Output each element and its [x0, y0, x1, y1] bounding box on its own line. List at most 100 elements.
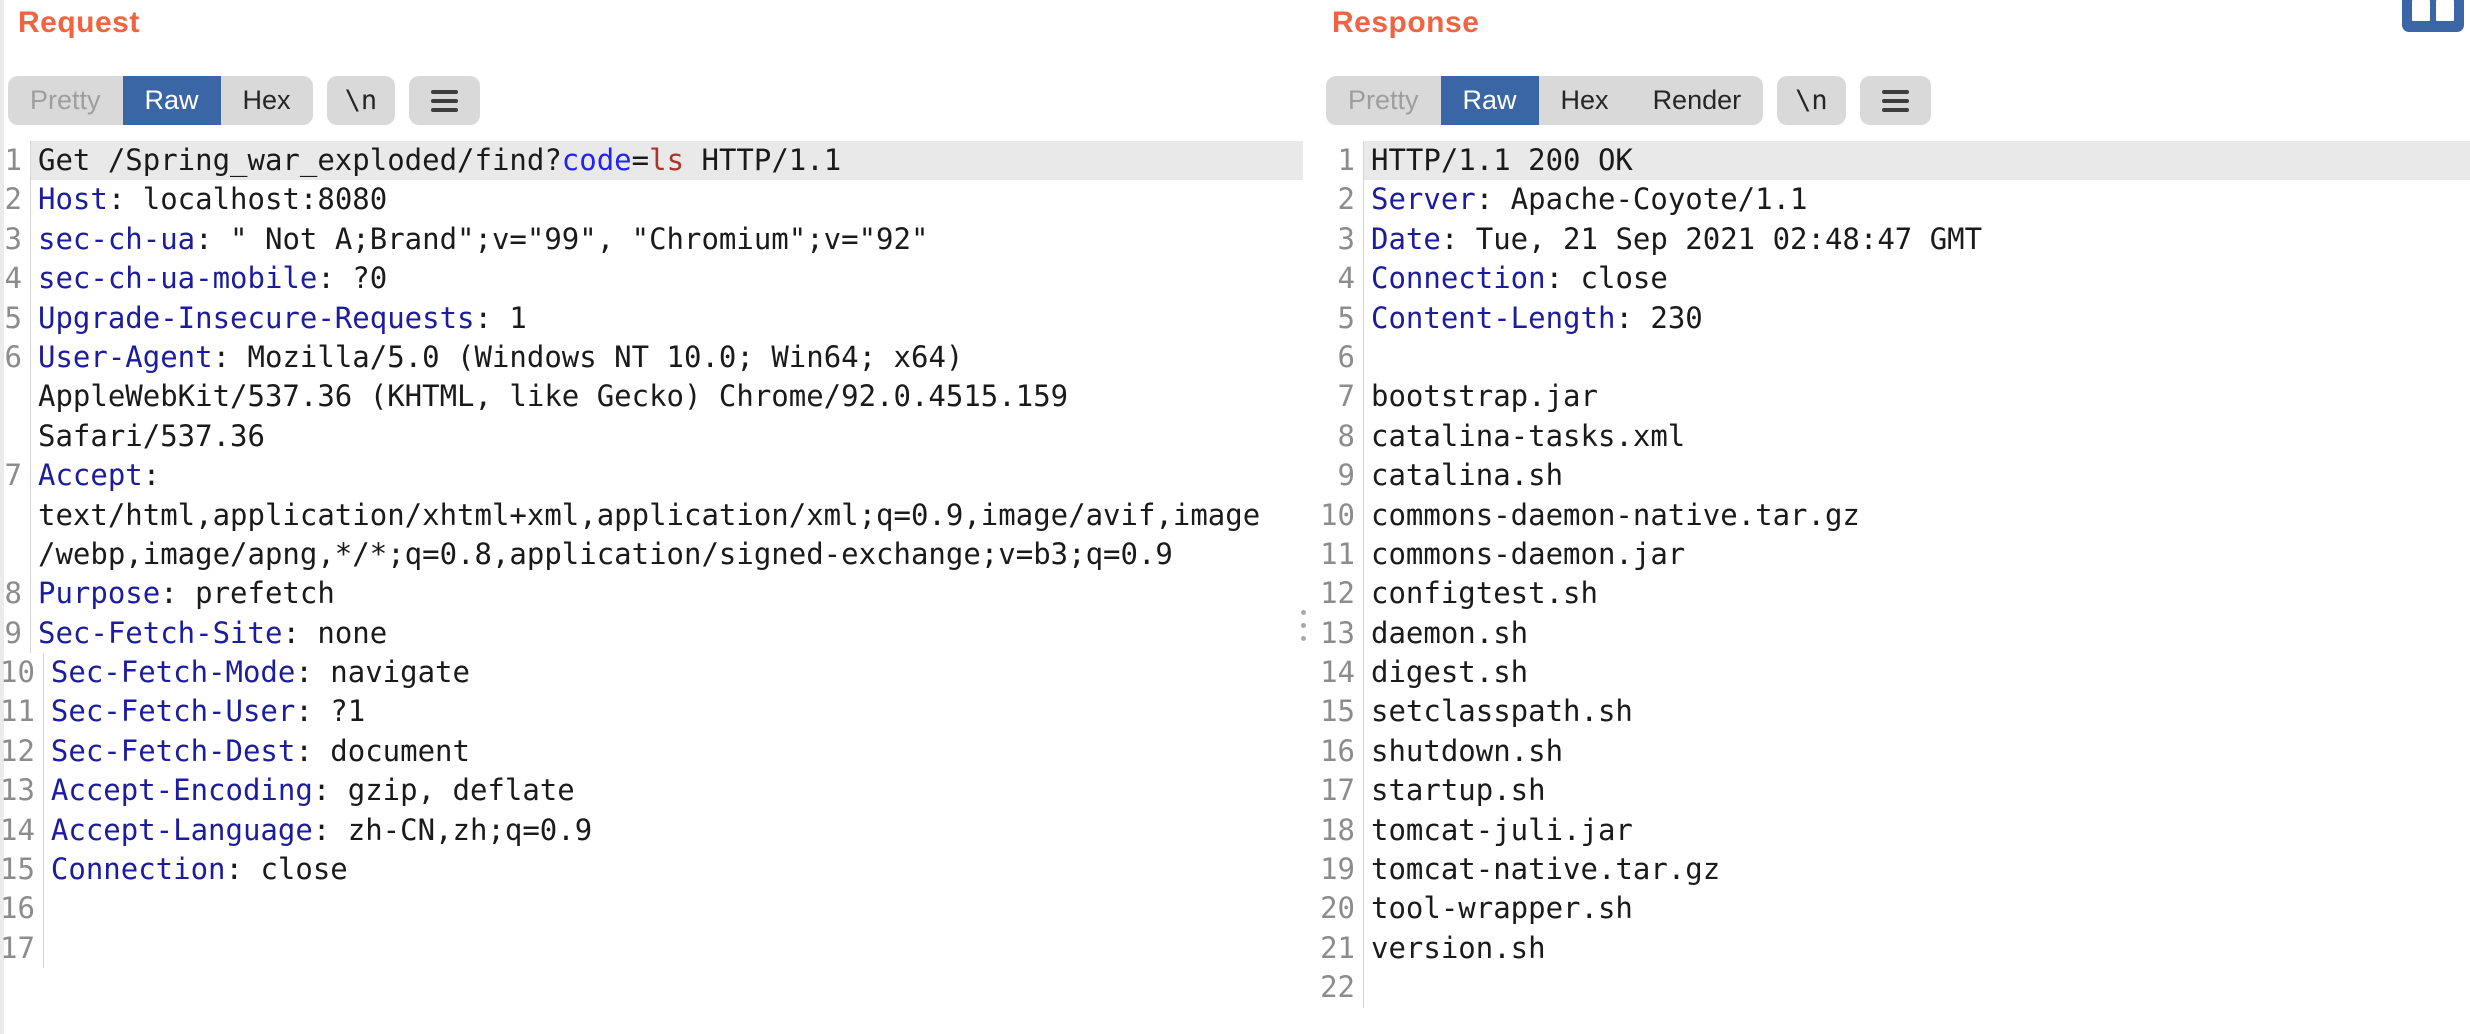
splitter-drag-handle[interactable]: [1301, 610, 1306, 641]
plain-text: : ?1: [295, 694, 366, 729]
code-line[interactable]: Sec-Fetch-Mode: navigate: [44, 653, 1303, 692]
code-line[interactable]: Content-Length: 230: [1364, 299, 2470, 338]
code-line[interactable]: [44, 889, 1303, 928]
code-line[interactable]: Server: Apache-Coyote/1.1: [1364, 180, 2470, 219]
code-line[interactable]: Connection: close: [1364, 259, 2470, 298]
response-menu-button[interactable]: [1859, 76, 1931, 125]
plain-text: : close: [225, 852, 348, 887]
request-tab-raw[interactable]: Raw: [122, 76, 221, 125]
line-number: 14: [1318, 653, 1364, 693]
code-line[interactable]: Sec-Fetch-Dest: document: [44, 732, 1303, 771]
line-number: 9: [1318, 456, 1364, 496]
code-line[interactable]: tomcat-native.tar.gz: [1364, 850, 2470, 889]
line-number: 12: [0, 731, 44, 772]
split-columns-icon[interactable]: [2402, 0, 2464, 32]
request-linebreak-toggle-button[interactable]: \n: [326, 76, 396, 125]
code-line[interactable]: Accept-Encoding: gzip, deflate: [44, 771, 1303, 810]
code-row: text/html,application/xhtml+xml,applicat…: [0, 495, 1303, 535]
code-line[interactable]: shutdown.sh: [1364, 732, 2470, 771]
code-line[interactable]: Sec-Fetch-User: ?1: [44, 692, 1303, 731]
line-number: 17: [1318, 771, 1364, 811]
plain-text: : document: [295, 733, 470, 768]
header-name: Content-Length: [1371, 300, 1616, 335]
code-line[interactable]: Get /Spring_war_exploded/find?code=ls HT…: [31, 141, 1303, 181]
code-line[interactable]: Safari/537.36: [31, 417, 1303, 456]
header-name: Sec-Fetch-Mode: [50, 655, 296, 690]
plain-text: commons-daemon.jar: [1371, 536, 1686, 571]
code-line[interactable]: catalina.sh: [1364, 456, 2470, 495]
plain-text: tool-wrapper.sh: [1371, 891, 1633, 926]
code-line[interactable]: tomcat-juli.jar: [1364, 811, 2470, 850]
code-row: /webp,image/apng,*/*;q=0.8,application/s…: [0, 534, 1303, 575]
code-line[interactable]: sec-ch-ua: " Not A;Brand";v="99", "Chrom…: [31, 220, 1303, 259]
response-tab-raw[interactable]: Raw: [1440, 76, 1539, 125]
request-tab-hex[interactable]: Hex: [242, 85, 291, 115]
code-line[interactable]: setclasspath.sh: [1364, 692, 2470, 731]
code-line[interactable]: Upgrade-Insecure-Requests: 1: [31, 299, 1303, 338]
request-tab-pretty[interactable]: Pretty: [30, 85, 101, 115]
line-number: [0, 416, 31, 457]
code-line[interactable]: version.sh: [1364, 929, 2470, 968]
header-name: Purpose: [38, 576, 161, 611]
code-row: AppleWebKit/537.36 (KHTML, like Gecko) C…: [0, 377, 1303, 417]
header-name: Accept-Language: [50, 812, 313, 847]
header-name: Sec-Fetch-Site: [38, 615, 283, 650]
line-number: [0, 495, 31, 535]
code-line[interactable]: daemon.sh: [1364, 614, 2470, 653]
code-line[interactable]: Accept:: [31, 456, 1303, 495]
line-number: 16: [0, 889, 44, 929]
code-line[interactable]: [1364, 968, 2470, 1007]
code-line[interactable]: [1364, 338, 2470, 377]
header-name: Accept: [38, 458, 143, 493]
code-line[interactable]: startup.sh: [1364, 771, 2470, 810]
response-tab-hex[interactable]: Hex: [1560, 85, 1609, 115]
plain-text: commons-daemon-native.tar.gz: [1371, 497, 1860, 532]
code-line[interactable]: commons-daemon-native.tar.gz: [1364, 496, 2470, 535]
plain-text: tomcat-native.tar.gz: [1371, 852, 1721, 887]
plain-text: : localhost:8080: [107, 182, 388, 217]
request-menu-button[interactable]: [409, 76, 481, 125]
code-line[interactable]: AppleWebKit/537.36 (KHTML, like Gecko) C…: [31, 377, 1303, 416]
header-name: Sec-Fetch-User: [50, 694, 296, 729]
code-line[interactable]: Sec-Fetch-Site: none: [31, 614, 1303, 653]
plain-text: : Apache-Coyote/1.1: [1475, 182, 1808, 217]
response-linebreak-toggle-button[interactable]: \n: [1777, 76, 1846, 125]
code-line[interactable]: Host: localhost:8080: [31, 180, 1303, 219]
response-tab-render[interactable]: Render: [1652, 85, 1742, 115]
line-number: 6: [0, 337, 31, 378]
line-number: 7: [1318, 377, 1364, 417]
code-line[interactable]: text/html,application/xhtml+xml,applicat…: [31, 496, 1303, 535]
code-line[interactable]: Accept-Language: zh-CN,zh;q=0.9: [44, 811, 1303, 850]
code-line[interactable]: Purpose: prefetch: [31, 574, 1303, 613]
code-line[interactable]: [44, 929, 1303, 968]
code-line[interactable]: bootstrap.jar: [1364, 377, 2470, 416]
code-line[interactable]: /webp,image/apng,*/*;q=0.8,application/s…: [31, 535, 1303, 574]
plain-text: HTTP/1.1: [684, 143, 842, 177]
code-line[interactable]: HTTP/1.1 200 OK: [1364, 141, 2470, 181]
line-number: 2: [0, 180, 31, 220]
response-tab-pretty[interactable]: Pretty: [1348, 85, 1419, 115]
plain-text: : 230: [1615, 300, 1703, 335]
line-number: 15: [0, 850, 44, 890]
plain-text: : zh-CN,zh;q=0.9: [312, 812, 593, 847]
plain-text: : " Not A;Brand";v="99", "Chromium";v="9…: [195, 221, 929, 256]
response-tabbar: Pretty Raw Hex Render \n: [1326, 76, 1931, 125]
code-line[interactable]: Date: Tue, 21 Sep 2021 02:48:47 GMT: [1364, 220, 2470, 259]
code-line[interactable]: User-Agent: Mozilla/5.0 (Windows NT 10.0…: [31, 338, 1303, 377]
code-line[interactable]: catalina-tasks.xml: [1364, 417, 2470, 456]
code-line[interactable]: Connection: close: [44, 850, 1303, 889]
code-line[interactable]: commons-daemon.jar: [1364, 535, 2470, 574]
code-line[interactable]: sec-ch-ua-mobile: ?0: [31, 259, 1303, 298]
code-line[interactable]: digest.sh: [1364, 653, 2470, 692]
line-number: 5: [0, 298, 31, 338]
code-line[interactable]: configtest.sh: [1364, 574, 2470, 613]
code-line[interactable]: tool-wrapper.sh: [1364, 889, 2470, 928]
